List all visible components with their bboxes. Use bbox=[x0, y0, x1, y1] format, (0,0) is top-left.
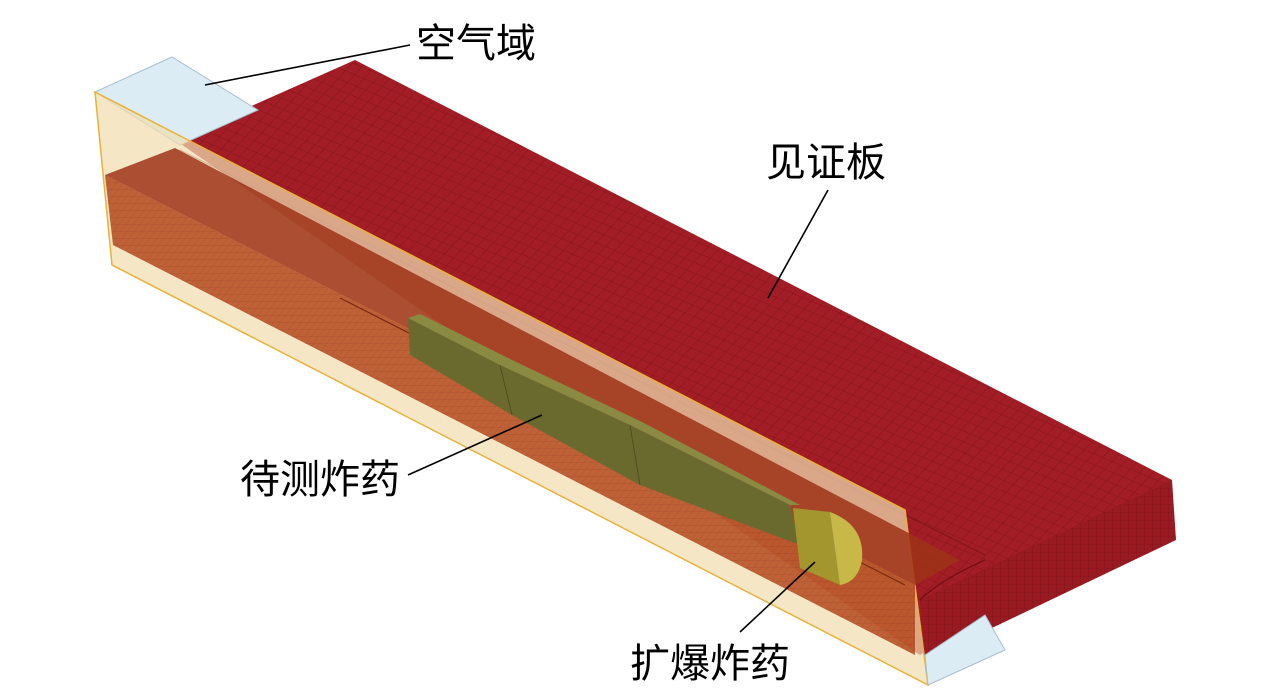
test-explosive-top-face bbox=[408, 314, 800, 505]
test-explosive-step-2 bbox=[629, 424, 641, 486]
test-explosive bbox=[408, 314, 800, 545]
leader-lines bbox=[204, 44, 829, 633]
booster-explosive-leader-line bbox=[739, 561, 816, 633]
test-explosive-body bbox=[408, 318, 800, 545]
test-explosive-leader-line bbox=[407, 414, 543, 476]
witness-plate-leader-line bbox=[767, 189, 829, 299]
witness-plate-end-mesh bbox=[920, 480, 1176, 660]
witness-plate-groove-edge bbox=[919, 559, 986, 601]
test-explosive-step-1 bbox=[499, 364, 513, 416]
witness-plate-label: 见证板 bbox=[766, 140, 886, 186]
booster-explosive-round-face bbox=[830, 512, 863, 585]
air-domain-label: 空气域 bbox=[416, 21, 536, 67]
air-domain-leader-line bbox=[204, 44, 411, 86]
witness-plate-top-mesh bbox=[175, 60, 1172, 655]
charge-slab-side-mesh bbox=[105, 175, 915, 655]
charge-slab-top bbox=[105, 148, 960, 585]
test-explosive-label: 待测炸药 bbox=[240, 457, 400, 503]
charge-slab bbox=[105, 148, 960, 655]
booster-explosive-label: 扩爆炸药 bbox=[630, 641, 790, 687]
air-domain-near-end bbox=[924, 614, 1006, 686]
